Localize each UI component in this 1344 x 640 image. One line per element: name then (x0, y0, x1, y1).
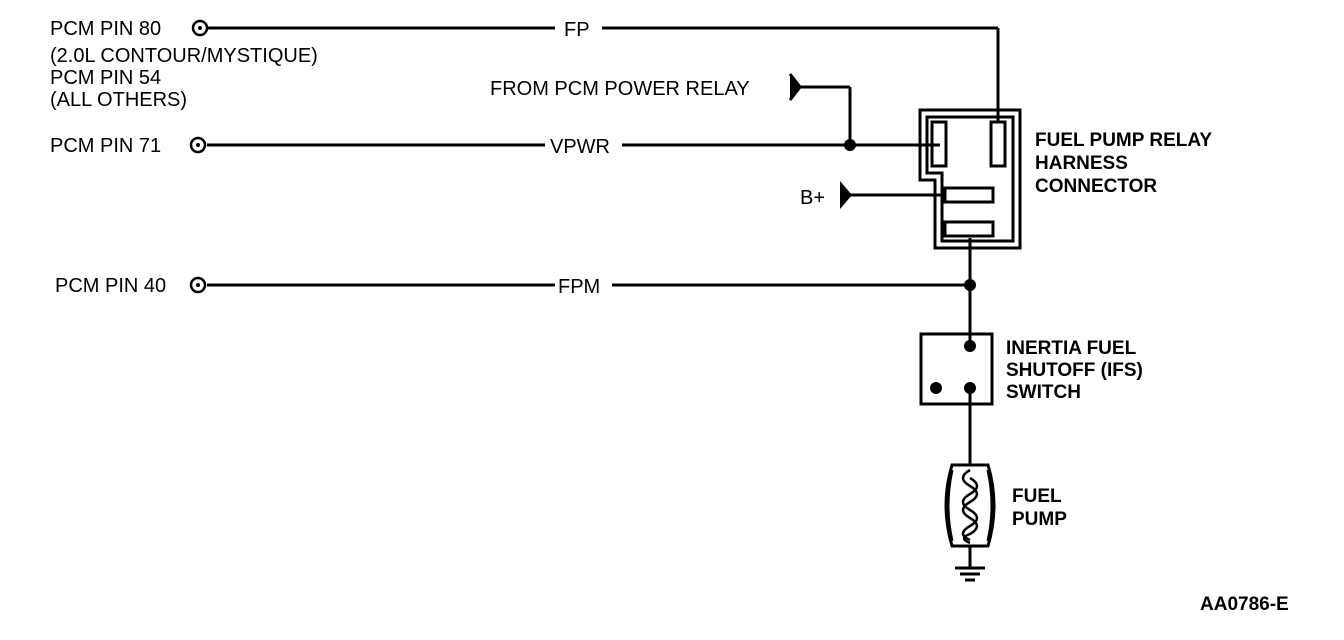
relay-connector-label-line2: HARNESS (1035, 153, 1128, 174)
fuel-pump-motor-icon (944, 463, 996, 548)
relay-connector-label-line1: FUEL PUMP RELAY (1035, 130, 1212, 151)
pcm-power-relay-connector-icon (790, 74, 802, 100)
wire-fp-label: FP (564, 19, 590, 41)
battery-label: B+ (800, 187, 825, 209)
pin-80-terminal (191, 19, 209, 37)
pcm-power-relay-label: FROM PCM POWER RELAY (490, 78, 750, 100)
ifs-switch-label-line3: SWITCH (1006, 382, 1081, 403)
wire-fpm (207, 238, 976, 568)
fuel-pump-label-line2: PUMP (1012, 509, 1067, 530)
fuel-pump-label-line1: FUEL (1012, 486, 1062, 507)
pin-80-label: PCM PIN 80 (50, 18, 161, 40)
pin-80-note: (2.0L CONTOUR/MYSTIQUE) (50, 45, 318, 67)
ground-icon (955, 566, 985, 582)
relay-harness-connector (918, 108, 1022, 250)
pin-71-terminal (189, 136, 207, 154)
pin-71-label: PCM PIN 71 (50, 135, 161, 157)
wire-fpm-label: FPM (558, 276, 600, 298)
wire-vpwr (207, 139, 940, 151)
fpm-splice-dot (964, 279, 976, 291)
ifs-switch (919, 332, 994, 406)
pin-54-label: PCM PIN 54 (50, 67, 161, 89)
wire-pcm-power-relay (800, 85, 852, 145)
vpwr-splice-dot (844, 139, 856, 151)
battery-connector-icon (840, 181, 852, 209)
ifs-switch-label-line2: SHUTOFF (IFS) (1006, 360, 1143, 381)
relay-connector-label-line3: CONNECTOR (1035, 176, 1157, 197)
pin-54-note: (ALL OTHERS) (50, 89, 187, 111)
pin-40-terminal (189, 276, 207, 294)
pin-40-label: PCM PIN 40 (55, 275, 166, 297)
ifs-switch-label-line1: INERTIA FUEL (1006, 338, 1137, 359)
wire-vpwr-label: VPWR (550, 136, 610, 158)
wire-fp (207, 26, 1000, 122)
figure-id: AA0786-E (1200, 594, 1289, 615)
